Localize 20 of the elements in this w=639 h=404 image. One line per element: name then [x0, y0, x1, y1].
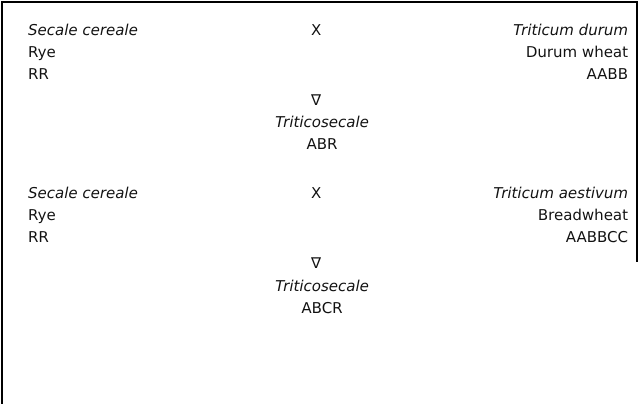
- genome-formula: ABR: [306, 134, 338, 155]
- hybrid-name: Triticosecale: [275, 112, 369, 133]
- genome-formula: RR: [28, 64, 49, 85]
- species-name: Triticum durum: [513, 20, 628, 41]
- descent-symbol: ∇: [311, 90, 322, 111]
- species-name: Secale cereale: [28, 183, 138, 204]
- common-name: Durum wheat: [526, 42, 628, 63]
- common-name: Breadwheat: [538, 205, 628, 226]
- hybrid-name: Triticosecale: [275, 276, 369, 297]
- genome-formula: AABB: [586, 64, 628, 85]
- cross-sign: X: [311, 20, 322, 41]
- genome-formula: ABCR: [301, 298, 343, 319]
- cross-sign: X: [311, 183, 322, 204]
- common-name: Rye: [28, 205, 56, 226]
- descent-symbol: ∇: [311, 253, 322, 274]
- species-name: Triticum aestivum: [493, 183, 628, 204]
- common-name: Rye: [28, 42, 56, 63]
- species-name: Secale cereale: [28, 20, 138, 41]
- genome-formula: AABBCC: [566, 227, 628, 248]
- genome-formula: RR: [28, 227, 49, 248]
